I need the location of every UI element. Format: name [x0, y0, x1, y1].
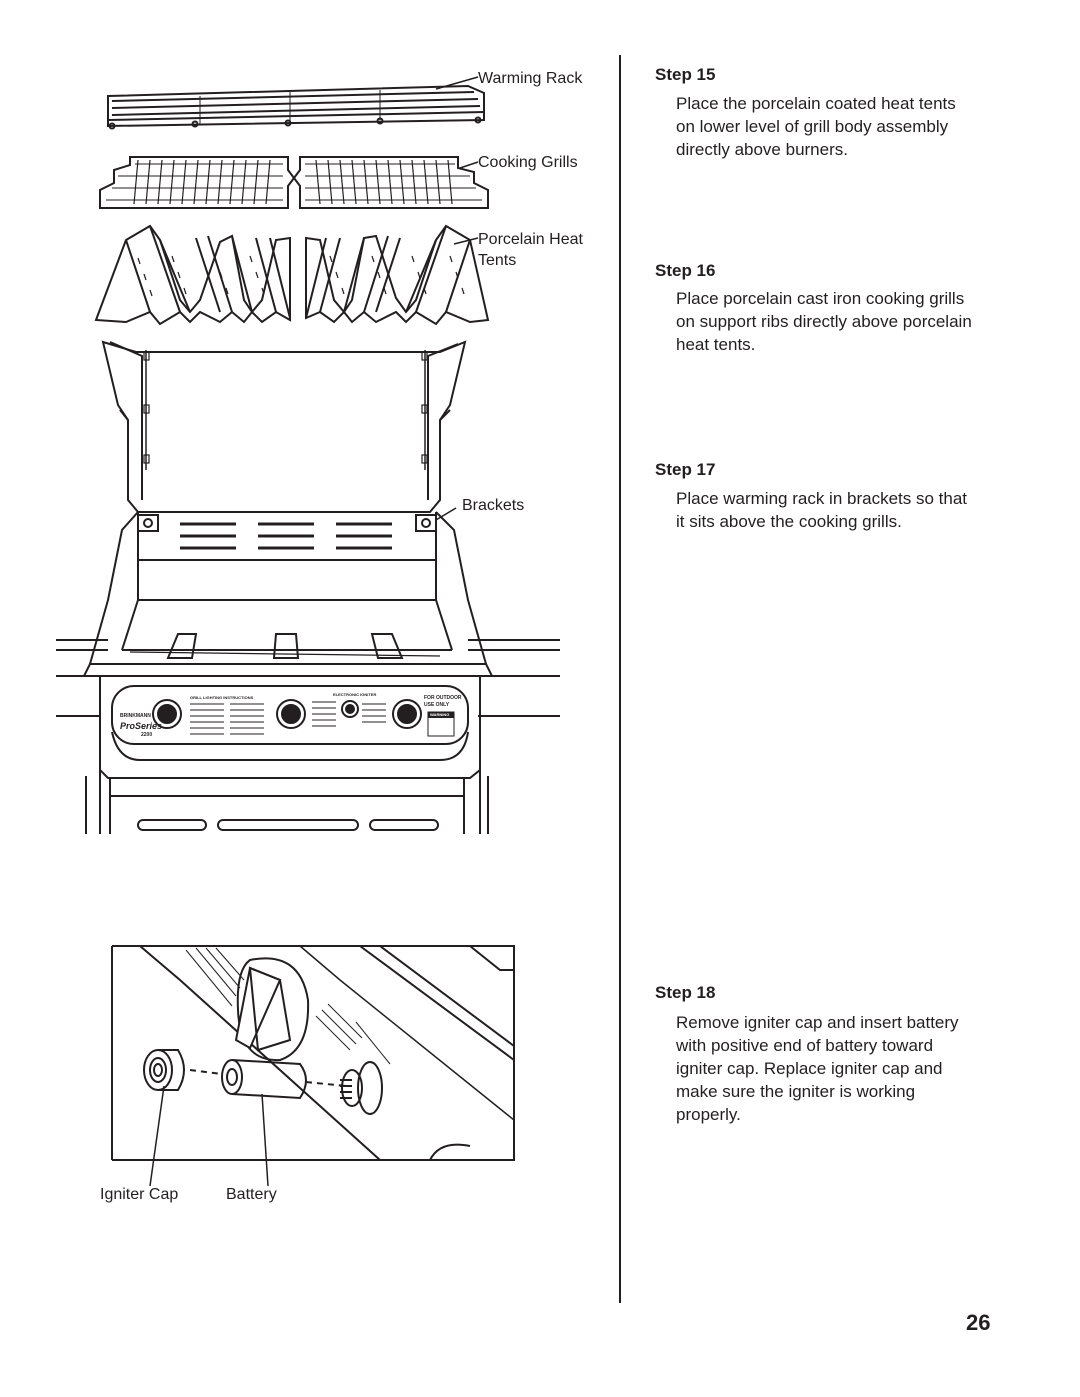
page-number: 26	[966, 1310, 991, 1335]
heat-tents-label-line2: Tents	[478, 252, 517, 269]
brackets-label: Brackets	[462, 497, 525, 514]
step-18-text: Remove igniter cap and insert battery wi…	[676, 1013, 959, 1124]
warming-rack-drawing	[107, 76, 485, 130]
step-16-title: Step 16	[655, 261, 716, 280]
step-17-title: Step 17	[655, 460, 716, 479]
step-18-title: Step 18	[655, 983, 716, 1002]
panel-model: ProSeries	[120, 721, 163, 731]
panel-outdoor-line2: USE ONLY	[424, 702, 450, 708]
step-15-text: Place the porcelain coated heat tents on…	[676, 94, 956, 159]
panel-number: 2200	[141, 732, 153, 738]
column-divider	[619, 55, 621, 1303]
heat-tent-right	[305, 224, 490, 326]
panel-brand: BRINKMANN	[120, 713, 151, 719]
cooking-grill-right	[292, 156, 489, 209]
step-17-text: Place warming rack in brackets so that i…	[676, 489, 968, 531]
panel-lighting-heading: GRILL LIGHTING INSTRUCTIONS	[190, 695, 254, 700]
panel-igniter-heading: ELECTRONIC IGNITER	[333, 692, 377, 697]
warming-rack-label: Warming Rack	[478, 70, 583, 87]
cooking-grills-label: Cooking Grills	[478, 154, 578, 171]
heat-tent-left	[94, 224, 291, 326]
panel-warning: WARNING	[430, 712, 450, 717]
grill-body-drawing	[56, 340, 560, 834]
battery-label: Battery	[226, 1186, 277, 1203]
step-16-text: Place porcelain cast iron cooking grills…	[676, 289, 972, 354]
igniter-cap-label: Igniter Cap	[100, 1186, 179, 1203]
step-15-title: Step 15	[655, 65, 716, 84]
heat-tents-label-line1: Porcelain Heat	[478, 231, 583, 248]
igniter-detail-drawing	[111, 945, 515, 1187]
cooking-grill-left	[99, 156, 296, 209]
panel-outdoor-line1: FOR OUTDOOR	[424, 695, 462, 701]
